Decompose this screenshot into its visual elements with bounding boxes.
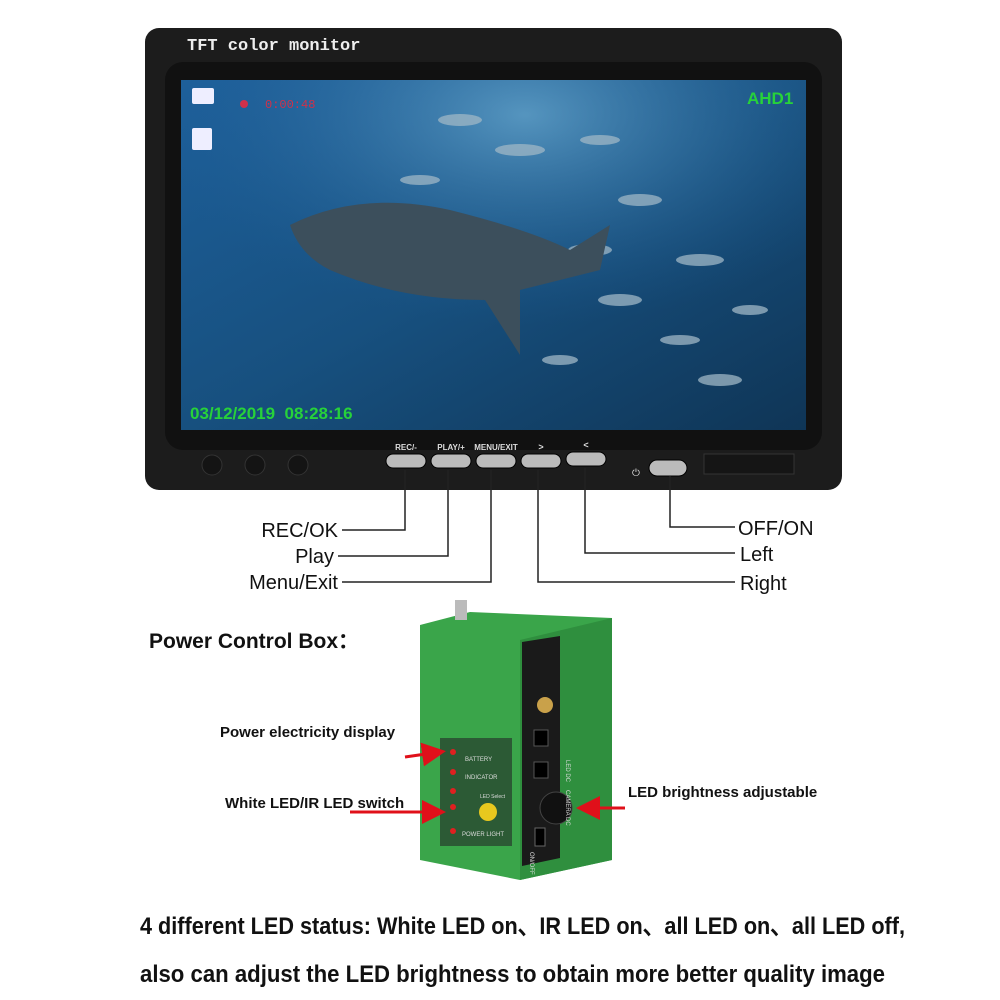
svg-text:BATTERY: BATTERY xyxy=(465,757,492,763)
power-icon: ⏻ xyxy=(632,468,640,479)
screen: 0:00:48 AHD1 03/12/2019 08:28:16 xyxy=(181,80,806,430)
callout-play: Play xyxy=(295,546,334,568)
callout-off-on: OFF/ON xyxy=(738,518,814,540)
annotation-brightness: LED brightness adjustable xyxy=(628,784,817,801)
record-timer: 0:00:48 xyxy=(265,98,315,112)
svg-text:<: < xyxy=(583,440,588,450)
play-button[interactable]: PLAY/+ xyxy=(430,443,472,469)
svg-text:CAMERA DC: CAMERA DC xyxy=(564,790,570,826)
led-select-button[interactable] xyxy=(479,803,497,821)
svg-text:PLAY/+: PLAY/+ xyxy=(437,443,465,452)
svg-text:LED DC: LED DC xyxy=(564,760,570,783)
callout-right: Right xyxy=(740,573,787,595)
power-box-title: Power Control Box： xyxy=(149,630,359,653)
monitor-brand-label: TFT color monitor xyxy=(187,37,360,56)
callout-menu-exit: Menu/Exit xyxy=(249,572,338,594)
callout-lines xyxy=(338,468,735,583)
callout-left: Left xyxy=(740,544,774,566)
whale-shark xyxy=(290,202,610,355)
menu-exit-button[interactable]: MENU/EXIT xyxy=(474,443,518,469)
annotation-power-display: Power electricity display xyxy=(220,724,396,741)
footer-line-2: also can adjust the LED brightness to ob… xyxy=(140,961,885,988)
svg-text:>: > xyxy=(538,442,543,452)
svg-text:REC/-: REC/- xyxy=(395,443,417,452)
sd-card-icon xyxy=(192,128,212,150)
channel-label: AHD1 xyxy=(747,89,793,108)
power-control-box: BATTERY INDICATOR POWER LIGHT LED Select… xyxy=(420,600,612,880)
left-button[interactable]: < xyxy=(565,440,607,467)
monitor-buttons: REC/- PLAY/+ MENU/EXIT > < ⏻ xyxy=(385,440,688,479)
svg-text:INDICATOR: INDICATOR xyxy=(465,775,498,781)
annotation-led-switch: White LED/IR LED switch xyxy=(225,795,404,812)
datetime: 03/12/2019 08:28:16 xyxy=(190,404,353,423)
record-indicator-icon xyxy=(240,100,248,108)
svg-text:MENU/EXIT: MENU/EXIT xyxy=(474,443,518,452)
battery-icon xyxy=(192,88,214,104)
callout-rec-ok: REC/OK xyxy=(261,520,338,542)
monitor: TFT color monitor 0:00:48 AHD1 03/12/201… xyxy=(145,28,842,490)
svg-text:POWER LIGHT: POWER LIGHT xyxy=(462,832,504,838)
right-button[interactable]: > xyxy=(520,442,562,469)
svg-text:LED Select: LED Select xyxy=(480,794,506,800)
footer-line-1: 4 different LED status: White LED on、IR … xyxy=(140,913,905,940)
svg-text:ON/OFF: ON/OFF xyxy=(528,852,534,875)
power-button[interactable] xyxy=(648,459,688,477)
annotation-arrows xyxy=(350,742,625,824)
rec-button[interactable]: REC/- xyxy=(385,443,427,469)
